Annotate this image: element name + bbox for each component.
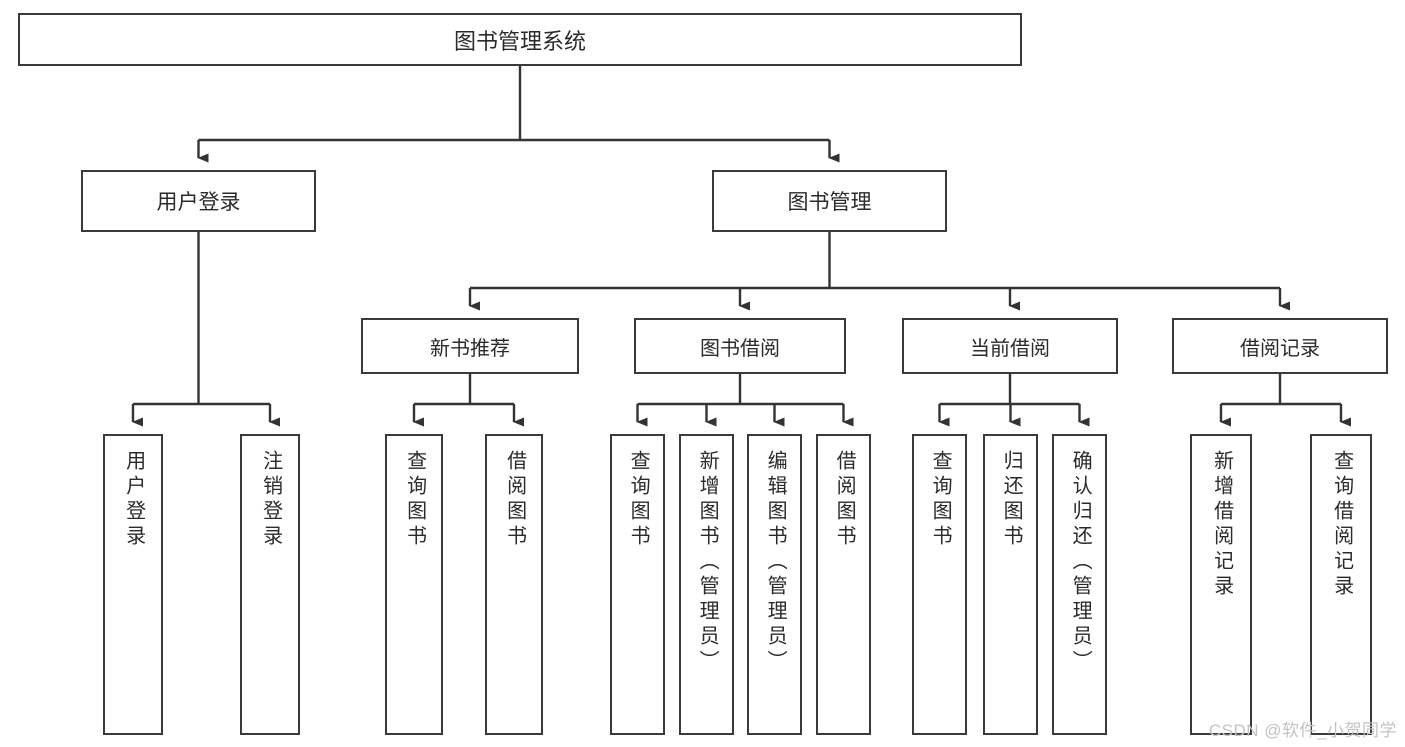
node-b3[interactable]: 编辑图书（管理员） (747, 434, 802, 735)
node-borrow[interactable]: 图书借阅 (634, 318, 846, 374)
node-b4[interactable]: 借阅图书 (816, 434, 871, 735)
node-b2[interactable]: 新增图书（管理员） (679, 434, 734, 735)
node-label: 用户登录 (156, 191, 241, 214)
node-r2[interactable]: 查询借阅记录 (1310, 434, 1372, 735)
node-label: 图书借阅 (700, 337, 780, 360)
node-label: 图书管理 (787, 191, 872, 214)
node-label: 查询借阅记录 (1330, 450, 1353, 600)
node-label: 查询图书 (403, 450, 426, 550)
node-label: 当前借阅 (970, 337, 1050, 360)
node-l2[interactable]: 注销登录 (240, 434, 300, 735)
node-c1[interactable]: 查询图书 (912, 434, 967, 735)
node-label: 新书推荐 (430, 337, 510, 360)
node-label: 注销登录 (259, 450, 282, 550)
node-newbook[interactable]: 新书推荐 (361, 318, 579, 374)
node-login[interactable]: 用户登录 (81, 170, 316, 232)
node-label: 图书管理系统 (453, 28, 586, 54)
node-root[interactable]: 图书管理系统 (18, 13, 1022, 66)
node-label: 借阅图书 (833, 450, 856, 550)
node-current[interactable]: 当前借阅 (902, 318, 1118, 374)
node-l1[interactable]: 用户登录 (103, 434, 163, 735)
node-r1[interactable]: 新增借阅记录 (1190, 434, 1252, 735)
node-c2[interactable]: 归还图书 (983, 434, 1038, 735)
node-label: 新增图书（管理员） (696, 450, 719, 675)
node-b1[interactable]: 查询图书 (610, 434, 665, 735)
node-label: 编辑图书（管理员） (764, 450, 787, 675)
node-n1[interactable]: 查询图书 (385, 434, 443, 735)
node-label: 借阅记录 (1240, 337, 1320, 360)
node-label: 用户登录 (122, 450, 145, 550)
node-n2[interactable]: 借阅图书 (485, 434, 543, 735)
node-label: 查询图书 (929, 450, 952, 550)
node-label: 新增借阅记录 (1210, 450, 1233, 600)
node-label: 归还图书 (1000, 450, 1023, 550)
node-label: 借阅图书 (503, 450, 526, 550)
node-label: 查询图书 (627, 450, 650, 550)
csdn-watermark: CSDN @软件_小贺同学 (1208, 721, 1397, 740)
node-records[interactable]: 借阅记录 (1172, 318, 1388, 374)
node-bookmgmt[interactable]: 图书管理 (712, 170, 947, 232)
node-label: 确认归还（管理员） (1069, 450, 1092, 675)
node-c3[interactable]: 确认归还（管理员） (1052, 434, 1107, 735)
